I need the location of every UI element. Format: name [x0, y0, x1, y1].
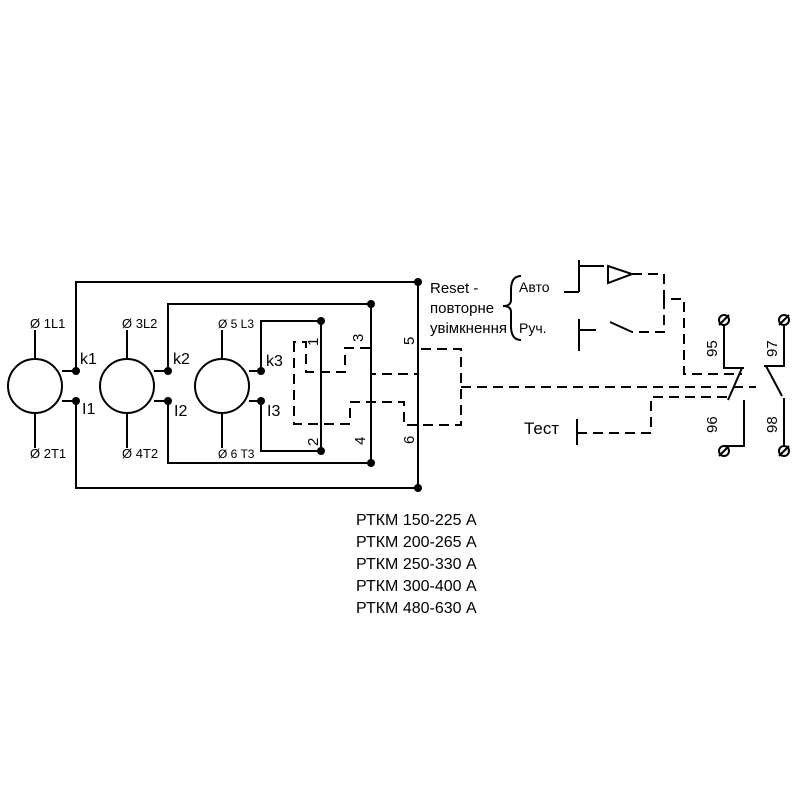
- contact-97: 97: [764, 340, 781, 357]
- terminal-6t3: Ø 6 T3: [218, 447, 255, 461]
- label-k2: k2: [173, 351, 190, 368]
- node-k1: [72, 367, 80, 375]
- current-transformer-3: [194, 358, 250, 414]
- element-number-3: 3: [350, 334, 367, 342]
- test-label: Тест: [524, 419, 559, 438]
- reset-auto-switch: [564, 260, 635, 293]
- terminal-2t1: Ø 2T1: [30, 446, 66, 461]
- model-list: РТКМ 150-225 А РТКМ 200-265 А РТКМ 250-3…: [356, 510, 477, 620]
- terminal-3l2: Ø 3L2: [122, 316, 157, 331]
- auxiliary-contacts: 95 96 97 98: [704, 314, 790, 457]
- phase-3: Ø 5 L3 Ø 6 T3 k3 I3: [194, 317, 321, 461]
- reset-manual-switch: [578, 319, 633, 351]
- node-i2: [164, 397, 172, 405]
- model-item: РТКМ 200-265 А: [356, 534, 477, 551]
- reset-auto-label: Авто: [519, 279, 550, 295]
- heater-elements: 1 2 3 4 5 6: [305, 278, 422, 492]
- test-button: Тест: [524, 396, 730, 445]
- contact-98: 98: [764, 416, 781, 433]
- label-i1: I1: [82, 401, 95, 418]
- reset-dashed-link: [594, 265, 742, 375]
- current-transformer-2: [99, 358, 155, 414]
- terminal-5l3: Ø 5 L3: [218, 317, 254, 331]
- element-number-6: 6: [401, 436, 418, 444]
- label-k1: k1: [80, 351, 97, 368]
- bimetal-mechanism: [293, 341, 462, 426]
- node-i3: [257, 397, 265, 405]
- reset-label-line1: Reset -: [430, 280, 478, 297]
- contact-96: 96: [704, 416, 721, 433]
- element-number-5: 5: [401, 337, 418, 345]
- terminal-4t2: Ø 4T2: [122, 446, 158, 461]
- element-number-4: 4: [352, 437, 369, 445]
- reset-brace: [502, 275, 522, 341]
- reset-label-line3: увімкнення: [430, 320, 507, 337]
- terminal-1l1: Ø 1L1: [30, 316, 65, 331]
- model-item: РТКМ 250-330 А: [356, 556, 477, 573]
- model-item: РТКМ 480-630 А: [356, 600, 477, 617]
- current-transformer-1: [7, 358, 63, 414]
- element-number-2: 2: [305, 438, 322, 446]
- label-i2: I2: [174, 403, 187, 420]
- model-item: РТКМ 300-400 А: [356, 578, 477, 595]
- reset-label-line2: повторне: [430, 300, 494, 317]
- label-i3: I3: [267, 403, 280, 420]
- label-k3: k3: [266, 353, 283, 370]
- model-item: РТКМ 150-225 А: [356, 512, 477, 529]
- reset-manual-label: Руч.: [519, 320, 547, 336]
- phase-2: Ø 3L2 Ø 4T2 k2 I2: [99, 303, 371, 464]
- phase-1: Ø 1L1 Ø 2T1 k1 I1: [7, 281, 418, 489]
- contact-95: 95: [704, 340, 721, 357]
- node-k2: [164, 367, 172, 375]
- node-k3: [257, 367, 265, 375]
- reset-block: Reset - повторне увімкнення Авто Руч.: [430, 260, 742, 375]
- element-number-1: 1: [305, 338, 322, 346]
- node-i1: [72, 397, 80, 405]
